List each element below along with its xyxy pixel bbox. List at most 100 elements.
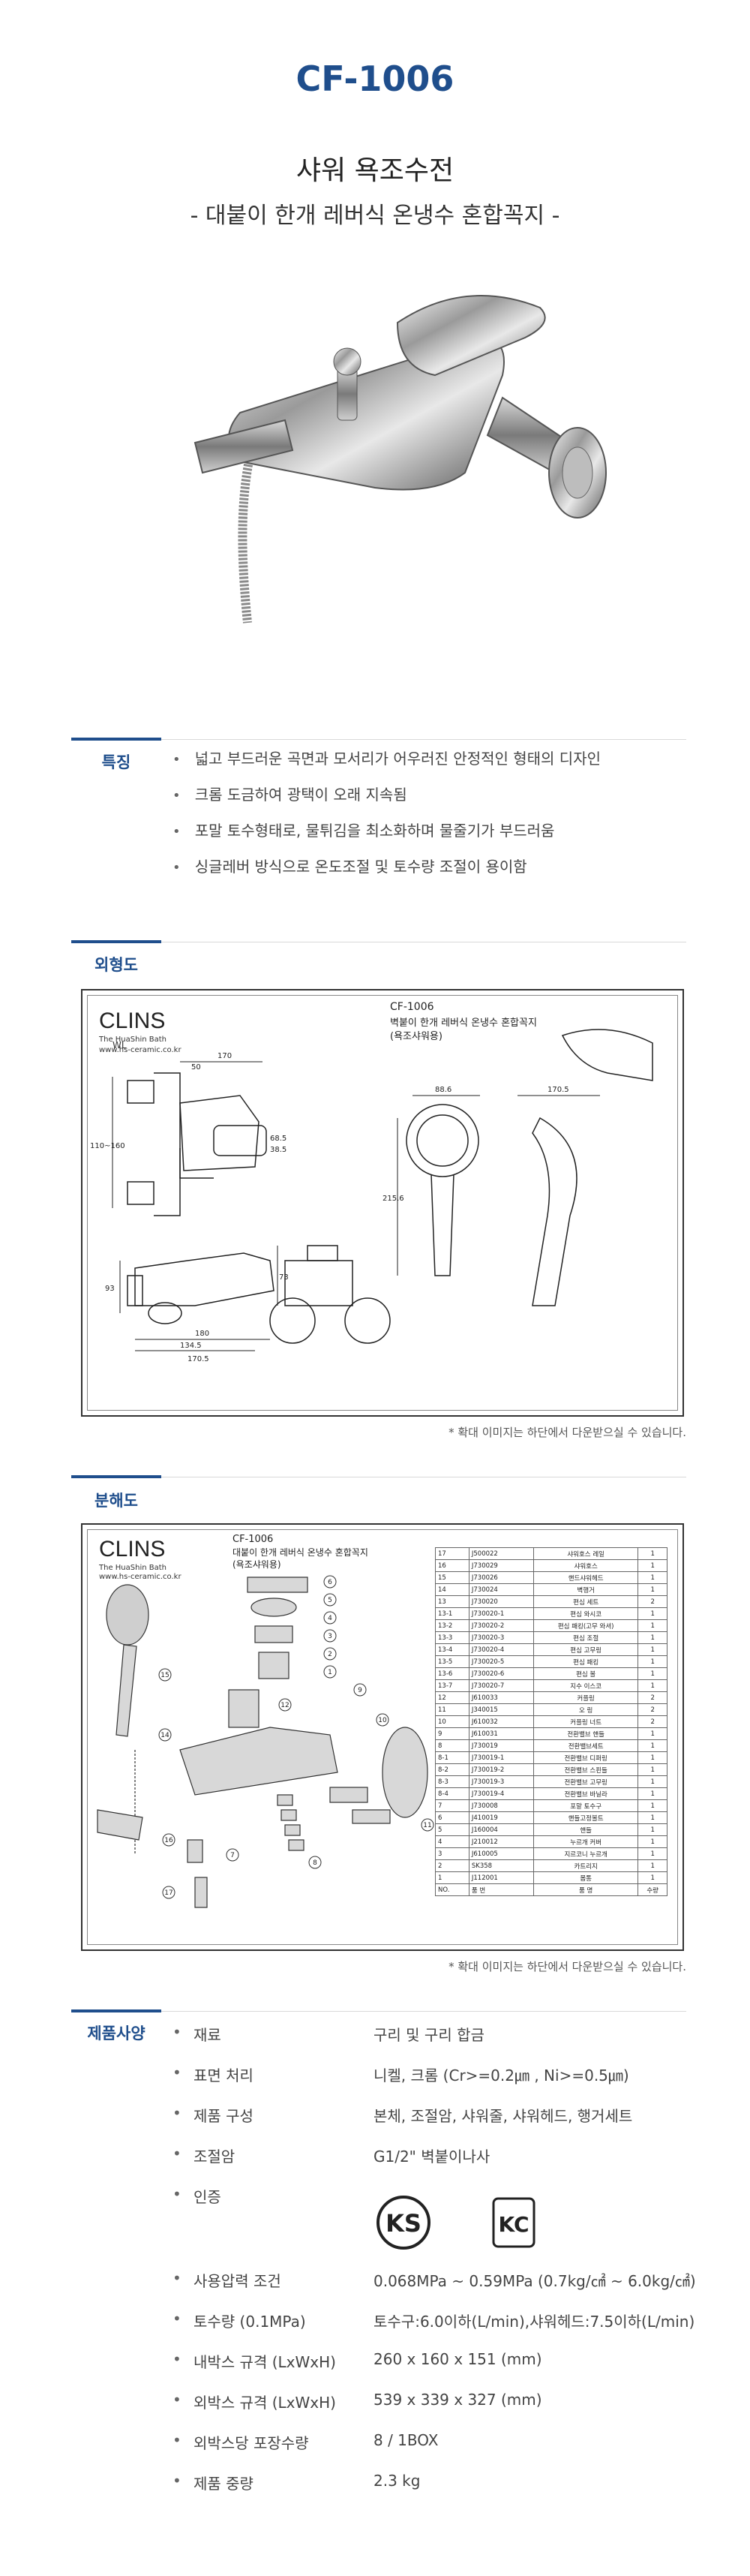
features-divider bbox=[71, 739, 686, 740]
spec-key: 인증 bbox=[194, 2188, 221, 2206]
callout-label: 17 bbox=[164, 1889, 172, 1897]
parts-table-cell: 12 bbox=[435, 1691, 470, 1704]
dim-label: 110~160 bbox=[90, 1142, 125, 1150]
spec-bullet: • bbox=[172, 2185, 182, 2203]
parts-table-cell: 8-4 bbox=[435, 1787, 470, 1800]
spec-bullet: • bbox=[172, 2310, 182, 2328]
callout-label: 5 bbox=[328, 1597, 332, 1604]
parts-table-cell: 핸들고정볼트 bbox=[532, 1811, 639, 1824]
exploded-model: CF-1006 bbox=[232, 1534, 274, 1545]
dim-label: 73 bbox=[279, 1273, 289, 1282]
parts-table-cell: 지르코니 누르개 bbox=[532, 1847, 639, 1860]
callout-label: 7 bbox=[230, 1852, 235, 1859]
parts-table-cell: NO. bbox=[435, 1883, 470, 1896]
exploded-website: www.hs-ceramic.co.kr bbox=[99, 1573, 182, 1581]
parts-table-cell: 11 bbox=[435, 1703, 470, 1716]
spec-key: 토수량 (0.1MPa) bbox=[194, 2313, 306, 2331]
outline-brand: CLINS bbox=[99, 1008, 166, 1033]
parts-table-cell: J730008 bbox=[468, 1799, 535, 1812]
parts-table-cell: J730024 bbox=[468, 1583, 535, 1596]
parts-table-cell: J730019-2 bbox=[468, 1763, 535, 1776]
parts-table-cell: J730026 bbox=[468, 1571, 535, 1584]
parts-table-cell: 카트리지 bbox=[532, 1859, 639, 1872]
exploded-desc2: (욕조샤워용) bbox=[232, 1559, 281, 1570]
parts-table-cell: 편심 세트 bbox=[532, 1595, 639, 1608]
parts-table-cell: J610031 bbox=[468, 1727, 535, 1740]
callout-label: 4 bbox=[328, 1615, 332, 1622]
parts-table-cell: 8-1 bbox=[435, 1751, 470, 1764]
parts-table-cell: 1 bbox=[638, 1787, 668, 1800]
parts-table-cell: J340015 bbox=[468, 1703, 535, 1716]
spec-key: 내박스 규격 (LxWxH) bbox=[194, 2353, 336, 2371]
parts-table-cell: 13-5 bbox=[435, 1655, 470, 1668]
exploded-inner-frame bbox=[87, 1529, 678, 1945]
outline-dim-wl: WL bbox=[112, 1040, 127, 1051]
parts-table-cell: 1 bbox=[638, 1679, 668, 1692]
features-list: • 넓고 부드러운 곡면과 모서리가 어우러진 안정적인 형태의 디자인 • 크… bbox=[172, 747, 698, 891]
parts-table-cell: 8 bbox=[435, 1739, 470, 1752]
parts-table-cell: J210012 bbox=[468, 1835, 535, 1848]
outline-desc2: (욕조샤워용) bbox=[390, 1031, 442, 1042]
parts-table-cell: J730020-5 bbox=[468, 1655, 535, 1668]
dim-label: 93 bbox=[105, 1285, 115, 1293]
parts-table-cell: 13-3 bbox=[435, 1631, 470, 1644]
spec-value: 본체, 조절암, 샤워줄, 샤워헤드, 행거세트 bbox=[374, 2107, 633, 2125]
product-subtitle: - 대붙이 한개 레버식 온냉수 혼합꼭지 - bbox=[190, 203, 560, 229]
parts-table-cell: 8-2 bbox=[435, 1763, 470, 1776]
parts-table-cell: 1 bbox=[638, 1823, 668, 1836]
parts-table-cell: 13-4 bbox=[435, 1643, 470, 1656]
spec-bullet: • bbox=[172, 2023, 182, 2041]
outline-technical-views: 170 50 110~160 68.5 38.5 88.6 170.5 215.… bbox=[90, 1029, 653, 1363]
parts-table-cell: 전환밸브세트 bbox=[532, 1739, 639, 1752]
exploded-note: * 확대 이미지는 하단에서 다운받으실 수 있습니다. bbox=[448, 1960, 686, 1973]
parts-table-cell: J730020-7 bbox=[468, 1679, 535, 1692]
feature-text: 싱글레버 방식으로 온도조절 및 토수량 조절이 용이함 bbox=[194, 858, 527, 876]
callout-label: 14 bbox=[160, 1732, 170, 1739]
parts-table-cell: 벽행거 bbox=[532, 1583, 639, 1596]
parts-table-cell: 1 bbox=[638, 1811, 668, 1824]
exploded-drawing: CLINS The HuaShin Bath www.hs-ceramic.co… bbox=[81, 1523, 684, 1951]
features-label: 특징 bbox=[101, 753, 131, 771]
dim-label: 170 bbox=[218, 1052, 232, 1060]
spec-value: 539 x 339 x 327 (mm) bbox=[374, 2391, 542, 2409]
ks-mark-icon: KS bbox=[376, 2196, 430, 2250]
spec-value: 구리 및 구리 합금 bbox=[374, 2026, 484, 2044]
parts-table-cell: J730019 bbox=[468, 1739, 535, 1752]
parts-table-cell: 1 bbox=[638, 1619, 668, 1632]
outline-inner-frame bbox=[87, 995, 678, 1411]
callout-label: 11 bbox=[423, 1822, 431, 1829]
parts-table-cell: 커플링 너트 bbox=[532, 1715, 639, 1728]
parts-table-cell: 17 bbox=[435, 1547, 470, 1560]
spec-bullet: • bbox=[172, 2391, 182, 2409]
parts-table-cell: J730019-1 bbox=[468, 1751, 535, 1764]
parts-table-cell: 전환밸브 스핀들 bbox=[532, 1763, 639, 1776]
parts-table-cell: 1 bbox=[638, 1655, 668, 1668]
parts-table-cell: 전환밸브 핸들 bbox=[532, 1727, 639, 1740]
dim-label: 50 bbox=[191, 1063, 201, 1072]
parts-table-cell: J500022 bbox=[468, 1547, 535, 1560]
dim-label: 215.6 bbox=[382, 1195, 404, 1203]
callout-label: 1 bbox=[328, 1669, 332, 1676]
callout-label: 10 bbox=[378, 1717, 387, 1724]
spec-bullet: • bbox=[172, 2269, 182, 2287]
